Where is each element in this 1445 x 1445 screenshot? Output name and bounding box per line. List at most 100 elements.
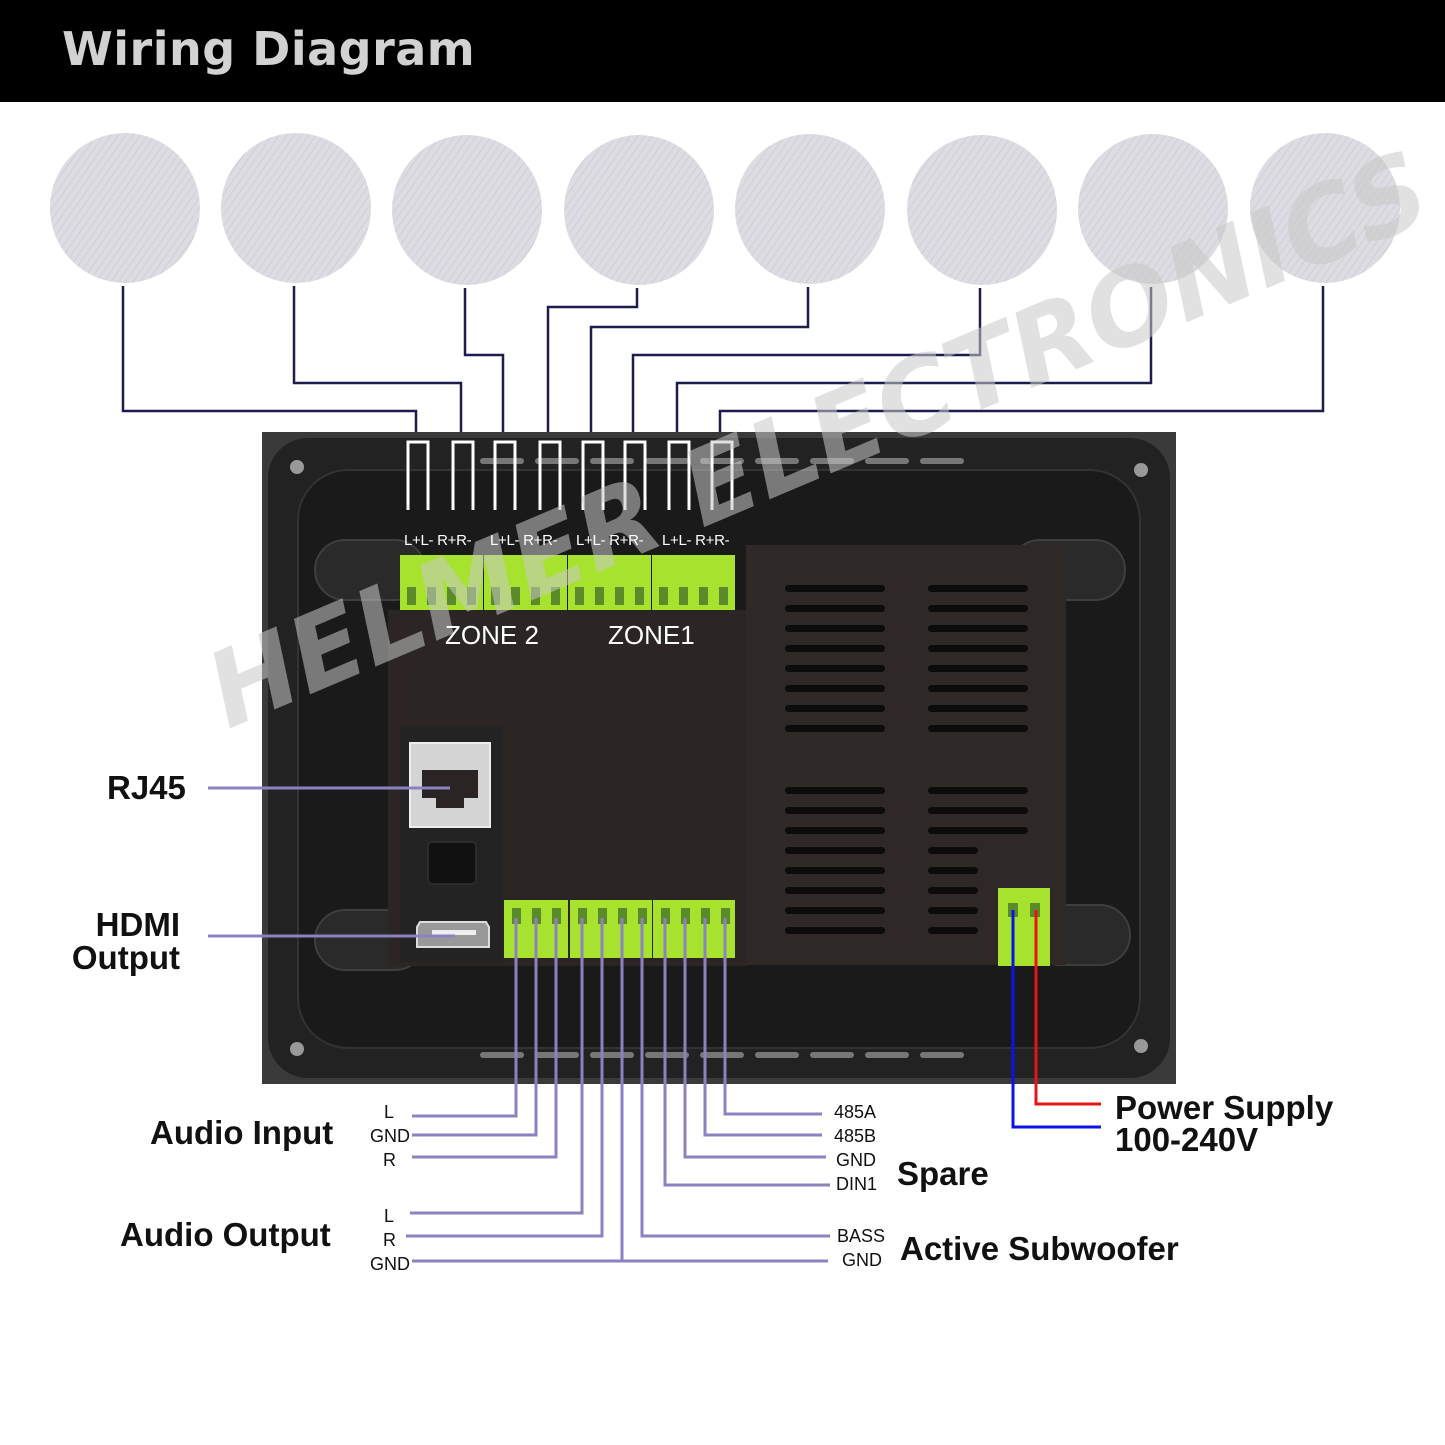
terminal-pin[interactable] — [635, 587, 644, 605]
wire-lead — [623, 440, 647, 510]
bezel-tab — [645, 458, 689, 464]
rj45-port[interactable] — [409, 742, 491, 828]
zone-2-label: ZONE 2 — [445, 620, 539, 650]
vent-slot — [928, 625, 1028, 632]
speaker-wire-2 — [292, 286, 463, 442]
wire-lead — [581, 440, 605, 510]
bezel-tab — [700, 1052, 744, 1058]
vent-slot — [785, 807, 885, 814]
subwoofer-pin-gnd: GND — [842, 1250, 882, 1270]
bezel-tab — [480, 458, 524, 464]
terminal-pin[interactable] — [531, 587, 540, 605]
zone-terminal-blocks — [400, 555, 735, 610]
power-wire-live — [1034, 910, 1101, 1106]
vent-slot — [785, 827, 885, 834]
terminal-pin[interactable] — [491, 587, 500, 605]
audio-out-r-wire — [406, 918, 604, 1238]
terminal-pin[interactable] — [661, 908, 670, 924]
vent-slot — [928, 605, 1028, 612]
spare-din1-wire — [663, 918, 830, 1187]
bezel-tab — [810, 458, 854, 464]
terminal-pin[interactable] — [699, 587, 708, 605]
speaker-3 — [392, 135, 542, 285]
speaker-2 — [221, 133, 371, 283]
bezel-tab — [535, 458, 579, 464]
terminal-pin[interactable] — [595, 587, 604, 605]
terminal-pin[interactable] — [511, 587, 520, 605]
terminal-pin[interactable] — [659, 587, 668, 605]
audio-input-pin-r: R — [383, 1150, 396, 1170]
terminal-pin[interactable] — [721, 908, 730, 924]
audio-input-title: Audio Input — [150, 1114, 334, 1151]
terminal-pin[interactable] — [638, 908, 647, 924]
vent-slot — [928, 887, 978, 894]
hdmi-label-line1: HDMI — [95, 906, 180, 943]
terminal-pin[interactable] — [512, 908, 521, 924]
vent-slot — [928, 927, 978, 934]
speaker-6 — [907, 135, 1057, 285]
bezel-tab — [810, 1052, 854, 1058]
header-bar: Wiring Diagram — [0, 0, 1445, 102]
terminal-pin[interactable] — [447, 587, 456, 605]
terminal-pin[interactable] — [679, 587, 688, 605]
bezel-tab — [865, 458, 909, 464]
speaker-wire-8 — [718, 286, 1325, 442]
terminal-pin[interactable] — [719, 587, 728, 605]
vent-slot — [785, 685, 885, 692]
vent-slot — [928, 787, 1028, 794]
screw-icon — [1134, 1039, 1148, 1053]
vent-slot — [785, 585, 885, 592]
vent-slot — [785, 625, 885, 632]
vent-slot — [928, 807, 1028, 814]
terminal-pin[interactable] — [598, 908, 607, 924]
terminal-pin[interactable] — [467, 587, 476, 605]
audio-input-pin-gnd: GND — [370, 1126, 410, 1146]
bezel-tab — [645, 1052, 689, 1058]
wire-lead — [667, 440, 691, 510]
hdmi-label-line2: Output — [71, 939, 180, 976]
speaker-wire-1 — [121, 286, 418, 442]
power-terminal[interactable] — [998, 888, 1050, 966]
speaker-wire-6 — [631, 288, 982, 442]
terminal-pin[interactable] — [618, 908, 627, 924]
terminal-pin[interactable] — [615, 587, 624, 605]
spare-pin-485b: 485B — [834, 1126, 877, 1146]
optical-port[interactable] — [427, 841, 477, 885]
audio-in-gnd-wire — [412, 918, 538, 1137]
terminal-pin[interactable] — [407, 587, 416, 605]
vent-slot — [928, 665, 1028, 672]
vent-slot — [928, 685, 1028, 692]
terminal-pin[interactable] — [532, 908, 541, 924]
bezel-tab — [755, 1052, 799, 1058]
speaker-wire-3 — [463, 288, 505, 442]
terminal-pin[interactable] — [578, 908, 587, 924]
terminal-pin[interactable] — [427, 587, 436, 605]
page-title: Wiring Diagram — [62, 22, 476, 76]
audio-output-pin-l: L — [383, 1206, 394, 1226]
terminal-pin-label: L+L- R+R- — [490, 532, 558, 549]
subwoofer-pin-bass: BASS — [837, 1226, 886, 1246]
wire-lead — [406, 440, 430, 510]
vent-slot — [785, 847, 885, 854]
vent-slot — [928, 725, 1028, 732]
terminal-pin[interactable] — [551, 587, 560, 605]
bezel-tab — [920, 1052, 964, 1058]
audio-output-pin-gnd: GND — [370, 1254, 410, 1274]
spare-pin-gnd: GND — [836, 1150, 876, 1170]
terminal-pin[interactable] — [575, 587, 584, 605]
vent-slot — [928, 585, 1028, 592]
vent-slot — [785, 927, 885, 934]
bezel-tab — [700, 458, 744, 464]
terminal-pin[interactable] — [681, 908, 690, 924]
vent-slot — [785, 645, 885, 652]
power-supply-label: Power Supply — [1115, 1089, 1334, 1126]
bezel-tab — [480, 1052, 524, 1058]
spare-title: Spare — [897, 1155, 989, 1192]
vent-slot — [785, 887, 885, 894]
heatsink-vents — [785, 585, 1028, 934]
terminal-pin[interactable] — [701, 908, 710, 924]
vent-slot — [785, 705, 885, 712]
terminal-pin[interactable] — [552, 908, 561, 924]
vent-slot — [785, 725, 885, 732]
vent-slot — [785, 605, 885, 612]
